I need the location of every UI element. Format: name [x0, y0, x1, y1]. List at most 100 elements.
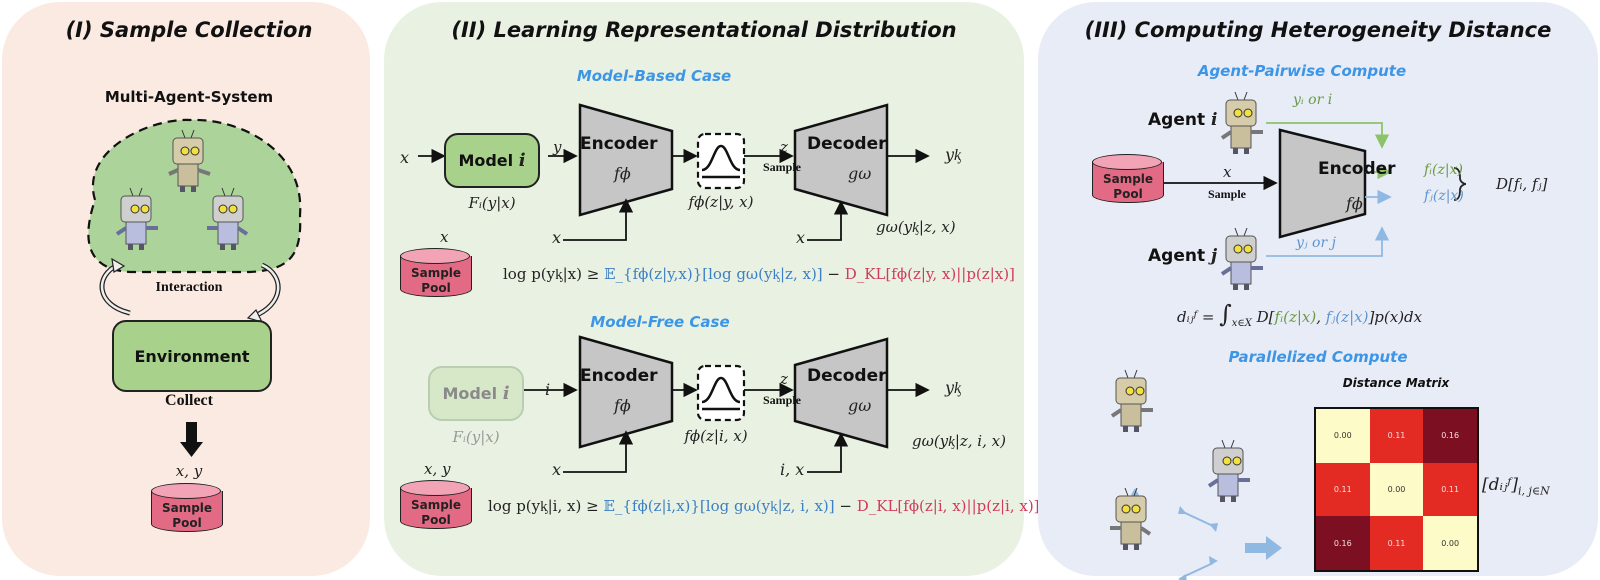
encoder-fn: fϕ	[614, 164, 631, 183]
input-yi-or-i: yᵢ or i	[1293, 92, 1333, 108]
robot-icon	[1220, 91, 1263, 154]
matrix-subscript: i, j∈N	[1518, 484, 1550, 498]
decoder-label: Decoder	[807, 134, 887, 154]
arrow-x-to-encoder	[563, 430, 634, 473]
input-i: i	[545, 380, 551, 399]
latent-distribution: fϕ(z|y, x)	[688, 193, 754, 211]
matrix-cell: 0.11	[1369, 516, 1424, 570]
elbo-minus: −	[822, 265, 845, 283]
matrix-cell: 0.11	[1316, 462, 1370, 517]
collect-arrow-shaft	[186, 422, 197, 444]
integral-sign: ∫	[1219, 300, 1232, 328]
arrow-agent-i-to-encoder	[1266, 122, 1390, 149]
matrix-label: [dᵢⱼᶠ]	[1482, 475, 1519, 495]
x-label: x	[1223, 163, 1232, 181]
gaussian-icon	[701, 376, 741, 404]
arrow-x-to-encoder	[563, 198, 634, 241]
encoder-side-input: x	[552, 460, 562, 479]
subtitle-model-free: Model-Free Case	[590, 313, 730, 331]
collect-arrow-head	[180, 442, 203, 457]
decoder-distribution: gω(yᶄ|z, x)	[876, 218, 956, 236]
interaction-arrow-right-inner	[251, 263, 280, 319]
input-yj-or-j: yⱼ or j	[1296, 235, 1336, 251]
panel-title-sample-collection: (I) Sample Collection	[65, 18, 313, 42]
encoder-label: Encoder	[580, 366, 658, 386]
decoder-distribution: gω(yᶄ|z, i, x)	[912, 432, 1006, 450]
decoder-trapezoid	[793, 337, 889, 449]
encoder-fn: fϕ	[1346, 194, 1363, 213]
formula-lhs: dᵢⱼᶠ =	[1177, 308, 1220, 326]
big-arrow-shaft	[1245, 543, 1267, 553]
decoder-trapezoid	[793, 103, 889, 217]
robot-icon	[1220, 227, 1263, 290]
elbo-expectation: 𝔼_{fϕ(z|i,x)}[log gω(yᶄ|z, i, x)]	[603, 497, 835, 515]
matrix-cell: 0.16	[1423, 409, 1477, 463]
decoder-fn: gω	[848, 164, 872, 183]
robot-icon	[1110, 369, 1153, 432]
vae-diagram	[418, 103, 930, 473]
model-index: i	[518, 150, 526, 171]
robot-icon	[207, 187, 249, 250]
panel-sample-collection	[2, 2, 370, 576]
matrix-cell: 0.00	[1316, 409, 1370, 463]
distance-formula: dᵢⱼᶠ = ∫x∈X D[fᵢ(z|x), fⱼ(z|x)]p(x)dx	[1177, 300, 1422, 329]
arrow-agent-j-to-encoder	[1266, 226, 1390, 257]
panel-title-learning: (II) Learning Representational Distribut…	[451, 18, 957, 42]
pool-input-label: x, y	[424, 460, 451, 478]
sample-label: Sample	[763, 393, 802, 407]
integral-domain: x∈X	[1231, 318, 1252, 329]
environment-label: Environment	[134, 346, 250, 366]
z-label: z	[780, 138, 788, 156]
formula-fi: fᵢ(z|x)	[1274, 308, 1317, 326]
subtitle-pairwise: Agent-Pairwise Compute	[1197, 62, 1407, 80]
sample-label: Sample	[1208, 187, 1247, 201]
robot-icon	[168, 129, 211, 192]
output-yc: yᶄ	[945, 378, 962, 397]
encoder-trapezoid	[1278, 128, 1367, 239]
latent-box	[696, 364, 746, 422]
encoder-side-input: x	[552, 228, 562, 247]
bidirectional-arrow	[1182, 562, 1214, 578]
mas-label: Multi-Agent-System	[104, 88, 274, 106]
pool-input-label: x	[440, 228, 449, 246]
pool-label-line2: Pool	[421, 513, 451, 527]
gaussian-icon	[701, 144, 741, 172]
elbo-expectation: 𝔼_{fϕ(z|y,x)}[log gω(yᶄ|z, x)]	[604, 265, 823, 283]
pool-input-label: x, y	[175, 462, 203, 480]
subtitle-parallel: Parallelized Compute	[1228, 348, 1408, 366]
decoder-label: Decoder	[807, 366, 887, 386]
pool-label-line1: Sample	[410, 266, 462, 280]
arrow-ix-to-decoder	[807, 432, 849, 473]
pool-label-line1: Sample	[161, 501, 213, 515]
matrix-cell: 0.00	[1423, 516, 1477, 570]
decoder-fn: gω	[848, 396, 872, 415]
encoder-fn: fϕ	[614, 396, 631, 415]
pool-label-line1: Sample	[1102, 172, 1154, 186]
elbo-kl: D_KL[fϕ(z|y, x)||p(z|x)]	[844, 265, 1015, 283]
input-x: x	[400, 148, 410, 167]
elbo-model-based: log p(yᶄ|x) ≥ 𝔼_{fϕ(z|y,x)}[log gω(yᶄ|z,…	[503, 265, 1015, 284]
elbo-lhs: log p(yᶄ|x) ≥	[503, 265, 605, 283]
pool-label-line2: Pool	[172, 516, 202, 530]
pairwise-diagram	[1130, 122, 1467, 580]
latent-box	[696, 132, 746, 190]
model-label: Model	[458, 151, 519, 170]
elbo-kl: D_KL[fϕ(z|i, x)||p(z|i, x)]	[856, 497, 1040, 515]
formula-comma: ,	[1316, 308, 1326, 326]
model-distribution: Fᵢ(y|x)	[468, 194, 516, 212]
model-distribution-faded: Fᵢ(y|x)	[452, 428, 500, 446]
pool-label-line1: Sample	[410, 498, 462, 512]
matrix-title: Distance Matrix	[1342, 376, 1450, 390]
model-box-faded: Model i	[428, 366, 524, 421]
model-label: Model	[442, 384, 503, 403]
agent-j-label: Agent j	[1148, 246, 1218, 266]
encoder-label: Encoder	[580, 134, 658, 154]
elbo-model-free: log p(yᶄ|i, x) ≥ 𝔼_{fϕ(z|i,x)}[log gω(yᶄ…	[488, 497, 1040, 516]
formula-fj: fⱼ(z|x)	[1325, 308, 1369, 326]
output-yc: yᶄ	[945, 145, 962, 164]
collect-label: Collect	[165, 392, 213, 409]
matrix-cell: 0.11	[1423, 462, 1477, 517]
panel-learning	[384, 2, 1024, 576]
